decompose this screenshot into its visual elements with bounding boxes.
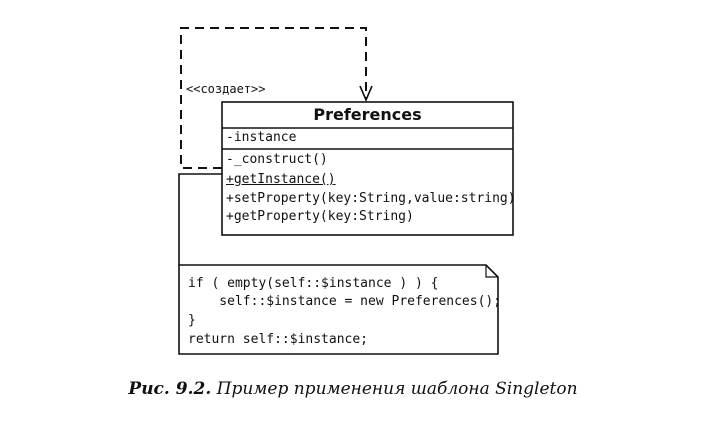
- class-name: Preferences: [313, 105, 422, 124]
- arrowhead-icon: [359, 85, 373, 103]
- note-code-line: }: [188, 313, 196, 328]
- note-box: [178, 264, 499, 355]
- class-operation: +setProperty(key:String,value:string): [226, 191, 516, 206]
- class-operation: +getProperty(key:String): [226, 209, 414, 224]
- note-connector: [178, 173, 222, 265]
- note-code-line: return self::$instance;: [188, 332, 369, 347]
- note-code-line: self::$instance = new Preferences();: [188, 294, 502, 309]
- note-fold-icon: [485, 265, 498, 278]
- stereotype-label: <<создает>>: [186, 82, 266, 96]
- figure-caption: Рис. 9.2. Пример применения шаблона Sing…: [0, 379, 706, 399]
- class-operation-static: +getInstance(): [226, 172, 336, 187]
- class-box: [221, 101, 514, 236]
- class-operation: -_construct(): [226, 152, 328, 167]
- caption-text: Пример применения шаблона Singleton: [211, 379, 578, 399]
- create-dependency-arrow: [180, 27, 367, 169]
- note-code-line: if ( empty(self::$instance ) ) {: [188, 276, 439, 291]
- caption-label: Рис. 9.2.: [128, 379, 212, 399]
- class-attribute: -instance: [226, 130, 297, 145]
